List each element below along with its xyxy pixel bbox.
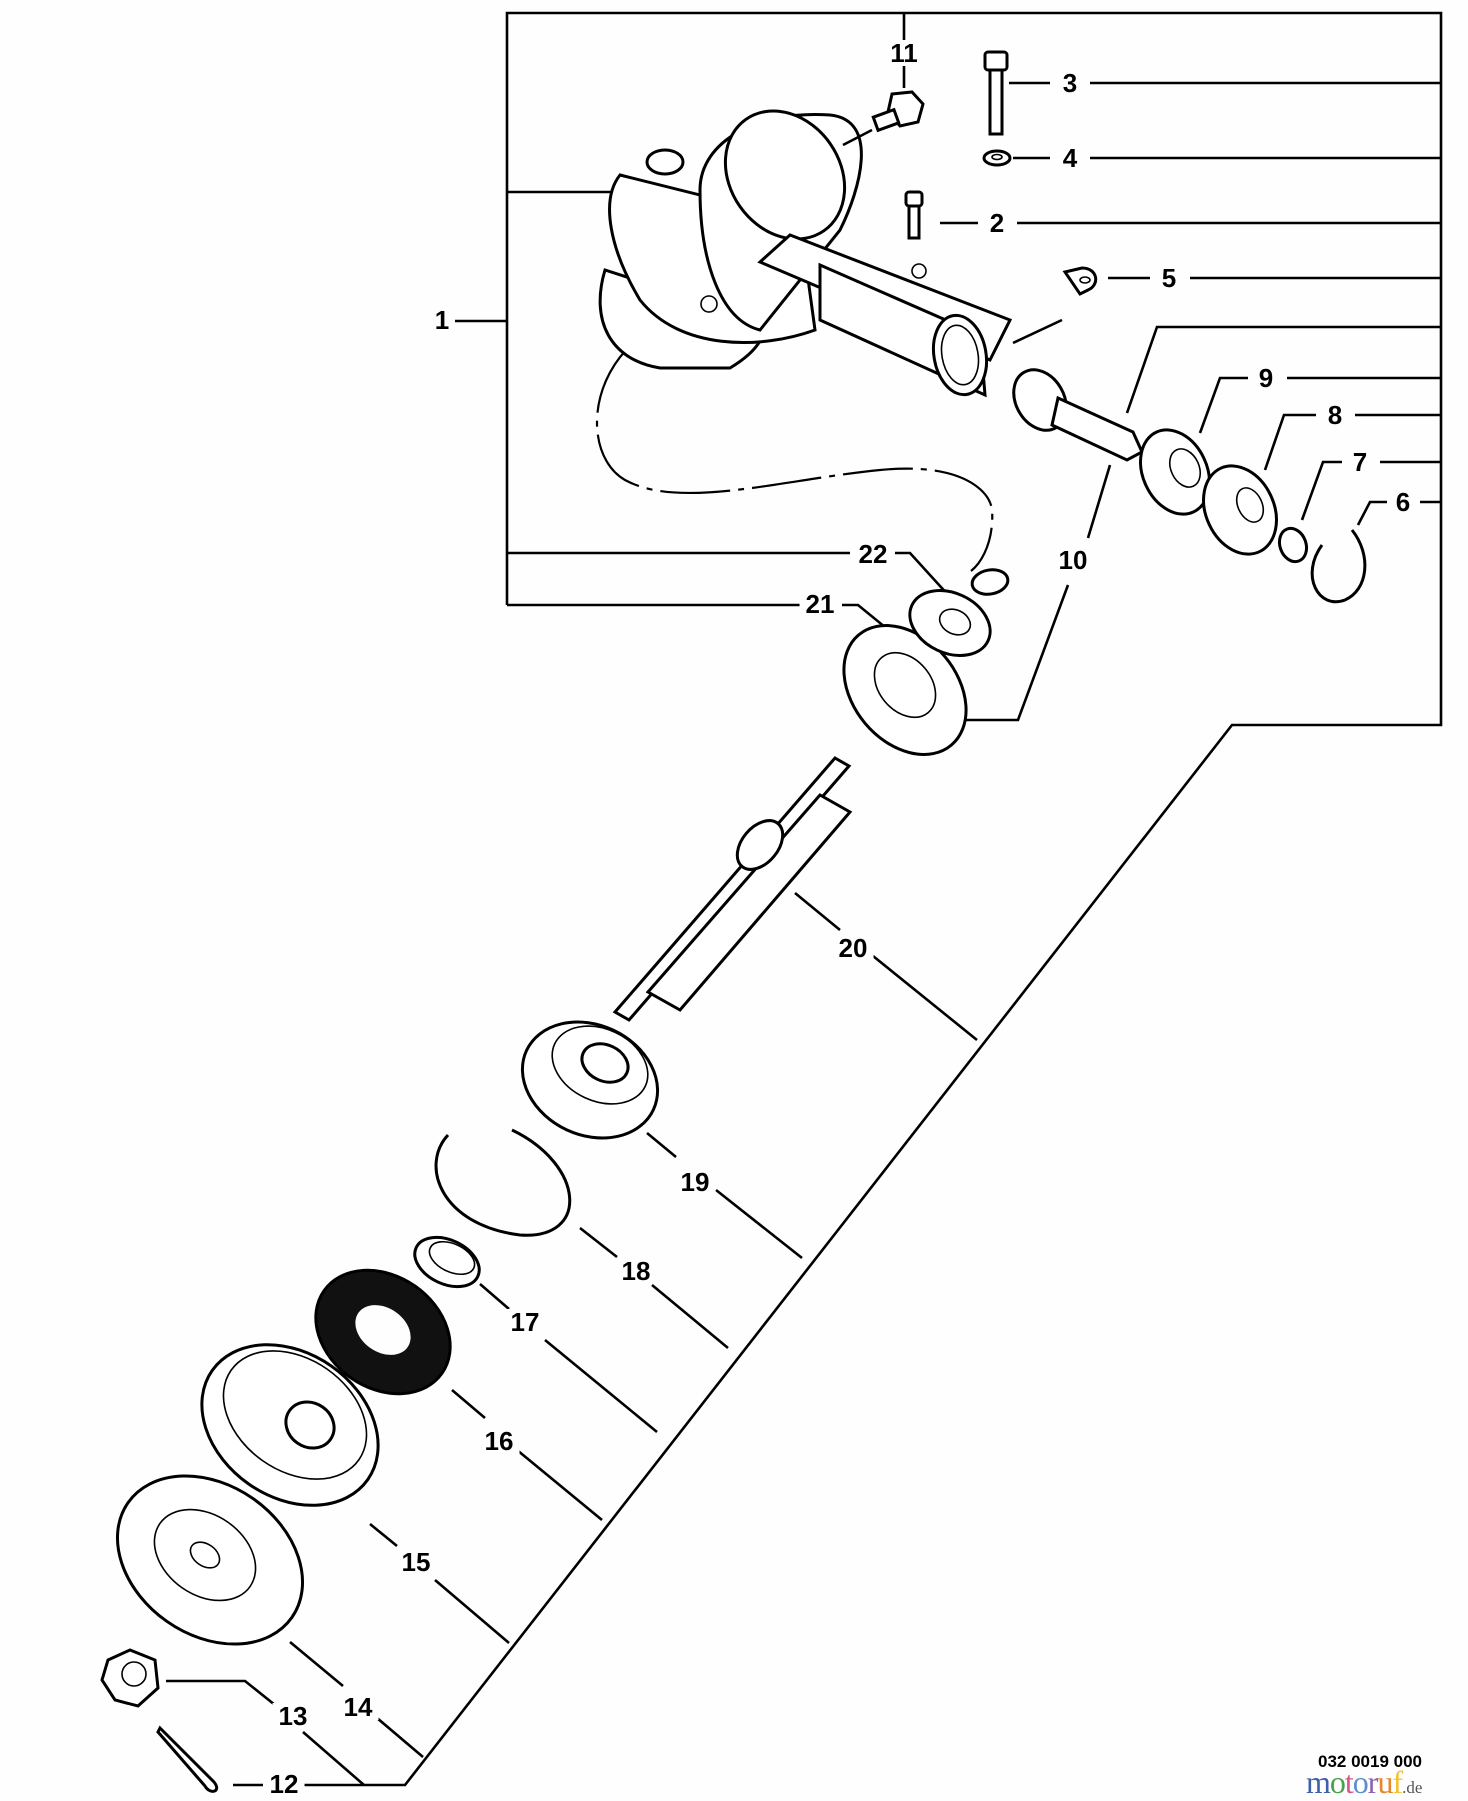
part-1-gear-case (598, 109, 1013, 398)
callout-8: 8 (1321, 402, 1349, 428)
watermark-logo: motoruf.de (1306, 1764, 1423, 1800)
part-4-washer (982, 149, 1012, 167)
part-13-castle-nut (100, 1648, 160, 1708)
callout-12: 12 (263, 1771, 305, 1797)
callout-1: 1 (428, 307, 456, 333)
callout-18: 18 (615, 1258, 657, 1284)
part-21-ball-bearing (908, 589, 992, 657)
callout-5: 5 (1155, 265, 1183, 291)
callout-4: 4 (1056, 145, 1084, 171)
part-18-internal-snap-ring (434, 1128, 572, 1237)
part-3-long-bolt (983, 50, 1009, 136)
callout-6: 6 (1389, 489, 1417, 515)
callout-13: 13 (272, 1703, 314, 1729)
part-10-bevel-gear-set (842, 368, 1144, 756)
callout-3: 3 (1056, 70, 1084, 96)
part-7-snap-ring (1277, 526, 1309, 564)
callout-15: 15 (395, 1549, 437, 1575)
part-16-oil-seal (314, 1268, 452, 1396)
callout-2: 2 (983, 210, 1011, 236)
part-2-bolt (904, 190, 924, 240)
part-19-sealed-bearing (520, 1020, 660, 1140)
callout-9: 9 (1252, 365, 1280, 391)
callout-14: 14 (337, 1694, 379, 1720)
callout-20: 20 (832, 935, 874, 961)
part-11-bolt (871, 90, 925, 133)
callout-11: 11 (884, 40, 924, 66)
part-12-cotter-pin (156, 1725, 219, 1793)
callout-21: 21 (799, 591, 841, 617)
callout-19: 19 (674, 1169, 716, 1195)
part-20-output-shaft (612, 756, 853, 1022)
part-5-tab-plate (1062, 266, 1098, 296)
callout-16: 16 (478, 1428, 520, 1454)
part-9-ball-bearing (1139, 428, 1211, 516)
part-22-snap-ring (970, 568, 1010, 596)
leader-lines (166, 11, 1443, 1787)
part-8-sealed-bearing (1202, 464, 1278, 556)
part-15-holder-plate (200, 1343, 380, 1507)
drawing-number: 032 0019 000 (1318, 1752, 1422, 1771)
callout-7: 7 (1346, 449, 1374, 475)
callout-17: 17 (504, 1309, 546, 1335)
callout-22: 22 (852, 541, 894, 567)
part-14-washer-cup (115, 1474, 305, 1646)
part-17-spacer-collar (413, 1235, 481, 1289)
callout-10: 10 (1052, 547, 1094, 573)
part-6-internal-snap-ring (1310, 529, 1367, 604)
